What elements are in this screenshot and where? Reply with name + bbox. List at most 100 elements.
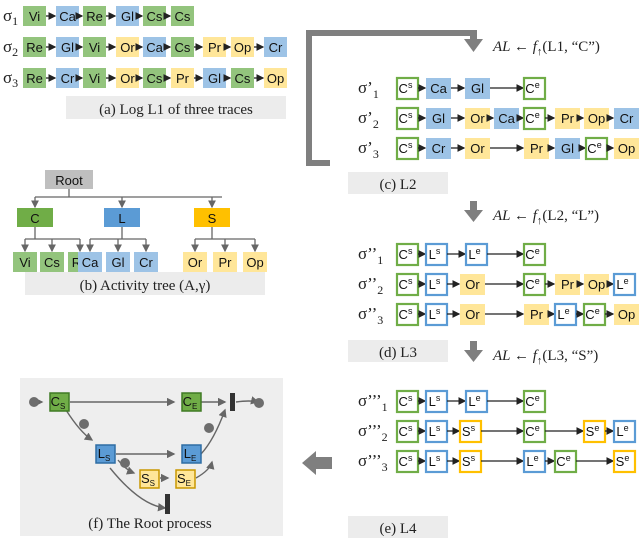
process-node — [181, 444, 202, 464]
lifecycle-marker: s — [408, 80, 413, 90]
activity-label: Ls — [429, 246, 441, 262]
activity-name: L — [526, 454, 533, 469]
lifecycle-marker: e — [535, 110, 540, 120]
activity-label: Cr — [432, 141, 446, 156]
activity-name: C — [399, 394, 408, 409]
marker-box — [612, 419, 637, 444]
flow-arrow-shaft — [470, 341, 477, 350]
activity-name: Gl — [561, 141, 574, 156]
sigma-symbol: σ’’’ — [358, 391, 382, 410]
flow-arrow-shaft — [470, 30, 477, 39]
activity-box — [56, 68, 79, 88]
leaf-node — [78, 252, 102, 272]
group-label: C — [30, 211, 39, 226]
lifecycle-marker: s — [408, 423, 413, 433]
lifecycle-marker: e — [534, 453, 539, 463]
activity-name: S — [462, 454, 471, 469]
group-node — [194, 208, 230, 227]
leaf-label: Vi — [19, 255, 30, 270]
activity-label: Cs — [175, 40, 191, 55]
activity-name: C — [585, 307, 594, 322]
process-edge — [65, 409, 94, 441]
activity-name: L — [429, 307, 436, 322]
activity-label: Or — [470, 111, 485, 126]
activity-box — [264, 68, 287, 88]
leaf-label: Pr — [219, 255, 233, 270]
activity-name: Gl — [471, 81, 484, 96]
activity-label: Ca — [430, 81, 447, 96]
activity-label: Cr — [269, 40, 283, 55]
activity-name: Or — [465, 277, 480, 292]
activity-label: Ce — [525, 110, 539, 126]
marker-box — [522, 76, 547, 101]
caption-background — [348, 516, 448, 538]
lifecycle-marker: e — [595, 306, 600, 316]
sigma-symbol: σ’ — [358, 108, 373, 127]
lifecycle-marker: s — [471, 453, 476, 463]
activity-name: Or — [470, 111, 485, 126]
trace-label: σ3 — [3, 68, 18, 90]
process-place — [254, 398, 264, 408]
activity-box — [23, 6, 46, 26]
activity-name: C — [525, 111, 534, 126]
activity-label: Gl — [61, 40, 74, 55]
activity-label: Le — [526, 453, 538, 469]
sigma-symbol: σ’’ — [358, 244, 377, 263]
activity-label: Le — [468, 393, 480, 409]
activity-name: Op — [618, 307, 635, 322]
activity-box — [116, 68, 139, 88]
trace-index: 1 — [377, 253, 383, 267]
activity-name: Pr — [530, 141, 544, 156]
node-lifecycle: S — [60, 402, 65, 411]
activity-box — [614, 138, 639, 159]
activity-name: Op — [618, 141, 635, 156]
marker-box — [612, 272, 637, 297]
lifecycle-marker: s — [408, 306, 413, 316]
activity-label: Or — [465, 277, 480, 292]
activity-label: Le — [616, 276, 628, 292]
activity-name: C — [399, 111, 408, 126]
process-node — [181, 392, 202, 412]
lifecycle-marker: e — [594, 423, 599, 433]
activity-label: Ls — [429, 306, 441, 322]
activity-label: Or — [470, 141, 485, 156]
activity-label: Gl — [121, 9, 134, 24]
lifecycle-marker: e — [624, 453, 629, 463]
activity-name: Or — [470, 141, 485, 156]
activity-label: Ce — [525, 393, 539, 409]
node-name: L — [98, 446, 105, 461]
lifecycle-marker: e — [535, 276, 540, 286]
activity-box — [143, 6, 166, 26]
process-place — [204, 423, 214, 433]
marker-box — [522, 242, 547, 267]
step-formula: AL ← f↑(L1, “C”) — [492, 39, 600, 58]
activity-box — [83, 6, 106, 26]
leaf-label: Ca — [82, 255, 99, 270]
trace-label: σ’’3 — [358, 304, 383, 327]
activity-label: Op — [618, 307, 635, 322]
formula-left: AL ← f — [492, 348, 539, 364]
group-label: L — [118, 211, 125, 226]
trace-label: σ’’’2 — [358, 421, 388, 444]
formula-right: (L3, “S”) — [542, 348, 598, 364]
lifecycle-marker: s — [436, 423, 441, 433]
flow-arrow-head — [464, 350, 483, 362]
process-node-label: LS — [98, 446, 111, 463]
activity-label: Cs — [399, 246, 413, 262]
process-place — [29, 397, 39, 407]
activity-box — [143, 68, 166, 88]
trace-index: 1 — [382, 400, 388, 414]
activity-box — [465, 138, 490, 159]
activity-box — [465, 108, 490, 129]
activity-name: Ca — [498, 111, 515, 126]
flow-arrow-head — [464, 39, 483, 52]
activity-name: L — [429, 247, 436, 262]
activity-name: Or — [465, 307, 480, 322]
marker-box — [522, 389, 547, 414]
node-name: S — [177, 471, 186, 486]
activity-label: Gl — [561, 141, 574, 156]
trace-label: σ’1 — [358, 78, 379, 101]
activity-name: L — [429, 277, 436, 292]
activity-label: Op — [588, 277, 605, 292]
trace-index: 3 — [12, 76, 18, 90]
